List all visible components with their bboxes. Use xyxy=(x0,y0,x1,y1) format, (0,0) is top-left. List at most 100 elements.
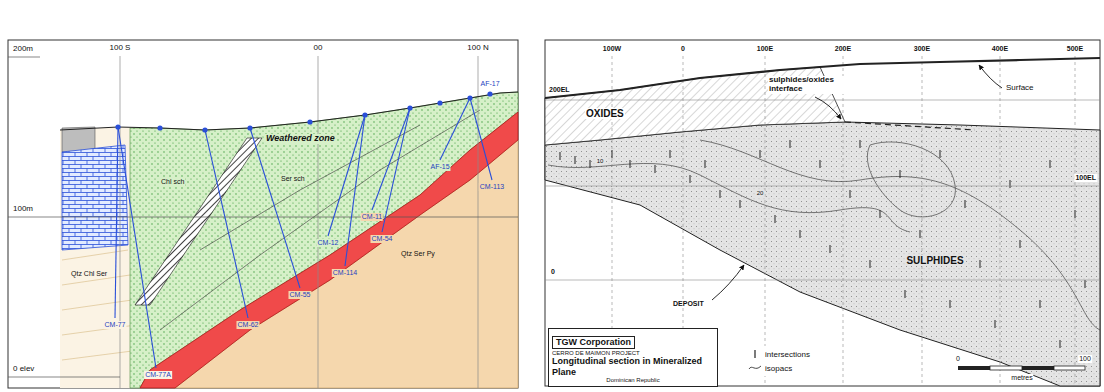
drill-hole-label: CM-114 xyxy=(332,269,358,277)
drill-hole xyxy=(440,98,470,160)
panel-frame xyxy=(545,40,1100,386)
elevation-line xyxy=(545,100,1100,280)
project-name: CERRO DE MAIMON PROJECT xyxy=(552,350,714,357)
elevation-line xyxy=(8,57,518,377)
collar-dot xyxy=(362,112,367,117)
panel-frame xyxy=(8,40,518,388)
interface-extension xyxy=(845,122,975,130)
drill-hole xyxy=(470,98,492,180)
grid-label: 100 S xyxy=(109,44,132,53)
lithology-label: Qtz Chl Ser xyxy=(70,270,108,278)
limestone-unit xyxy=(62,145,128,250)
collar-dot xyxy=(437,100,442,105)
scale-label: metres xyxy=(1010,374,1033,382)
drill-hole-label: AF-17 xyxy=(479,80,500,88)
intersection-tick xyxy=(560,140,1085,348)
elevation-label: 0 elev xyxy=(12,365,35,374)
drill-hole xyxy=(345,115,365,266)
title-block: TGW CorporationCERRO DE MAIMON PROJECTLo… xyxy=(548,328,718,387)
collar-dot xyxy=(115,124,120,129)
drill-hole-label: CM-77A xyxy=(144,371,172,379)
scale-segment xyxy=(958,366,990,370)
lithology-label: Qtz Ser Py xyxy=(400,250,436,258)
contact-line xyxy=(160,110,480,330)
drill-hole xyxy=(205,130,248,318)
zone-label: Weathered zone xyxy=(265,134,336,144)
drill-hole-label: AF-15 xyxy=(429,163,450,171)
company-name: TGW Corporation xyxy=(552,336,635,348)
lithology-label: Chl sch xyxy=(160,178,185,186)
grid-label: 100 N xyxy=(466,44,489,53)
drill-hole-label: CM-12 xyxy=(316,239,339,247)
grid-label: 300E xyxy=(913,45,931,53)
leader-arrow xyxy=(979,65,1002,88)
elevation-label: 200m xyxy=(12,45,34,54)
elevation-label: 200EL xyxy=(548,86,571,94)
scale-segment xyxy=(1054,366,1085,370)
grid-label: 400E xyxy=(991,45,1009,53)
leader-arrow xyxy=(712,265,744,300)
cover-unit xyxy=(62,127,95,152)
weathered-zone-band xyxy=(135,138,262,305)
zone-label: sulphides/oxides interface xyxy=(768,76,865,94)
scale-label: 0 xyxy=(955,355,961,363)
collar-dot xyxy=(407,105,412,110)
collar-dot xyxy=(307,119,312,124)
isopac-value: 10 xyxy=(596,158,605,165)
deposit-label: DEPOSIT xyxy=(672,300,705,308)
grid-label: 0 xyxy=(680,45,686,53)
drill-hole xyxy=(382,108,410,232)
grid-label: 500E xyxy=(1066,45,1084,53)
drill-hole-label: CM-113 xyxy=(479,183,505,191)
collar-dot xyxy=(467,95,472,100)
schist-unit xyxy=(130,92,518,388)
scale-segment xyxy=(990,366,1022,370)
drill-hole xyxy=(250,128,300,288)
topographic-surface xyxy=(60,92,518,130)
sulphide-deposit xyxy=(545,122,1100,386)
legend-row: isopacs xyxy=(748,361,810,375)
legend: intersections isopacs xyxy=(745,346,813,376)
lithology-label: Ser sch xyxy=(280,175,306,183)
grid-label: 100E xyxy=(756,45,774,53)
collar-dot xyxy=(202,127,207,132)
elevation-label: 0 xyxy=(550,268,556,276)
legend-swatch xyxy=(748,363,762,373)
surface-label: Surface xyxy=(1005,84,1035,93)
collar-dot xyxy=(487,91,492,96)
elevation-label: 100m xyxy=(12,205,34,214)
zone-label: OXIDES xyxy=(585,108,625,119)
elevation-label: 100EL xyxy=(1074,174,1097,182)
legend-swatch xyxy=(748,349,762,359)
drill-hole-label: CM-77 xyxy=(103,321,126,329)
bedding-line xyxy=(62,250,140,360)
topographic-surface xyxy=(545,58,1100,98)
ore-zone xyxy=(140,112,518,388)
drill-hole-label: CM-55 xyxy=(288,291,311,299)
collar-dot xyxy=(247,125,252,130)
legend-text: intersections xyxy=(765,350,810,359)
zone-label: SULPHIDES xyxy=(905,255,964,266)
section-title: Longitudinal section in Mineralized Plan… xyxy=(552,356,714,377)
drill-hole-label: CM-54 xyxy=(370,235,393,243)
drill-hole xyxy=(372,108,410,210)
drill-hole xyxy=(118,127,156,368)
scale-segment xyxy=(1022,366,1054,370)
leader-arrow xyxy=(815,97,841,119)
legend-text: isopacs xyxy=(765,364,792,373)
country-name: Dominican Republic xyxy=(552,377,714,384)
scale-label: 100 xyxy=(1078,355,1092,363)
bedrock-ground xyxy=(60,92,518,388)
scale-bar xyxy=(958,366,1085,370)
legend-row: intersections xyxy=(748,347,810,361)
isopac-contour xyxy=(548,140,1100,330)
drill-hole xyxy=(115,127,118,318)
grid-label: 00 xyxy=(313,44,324,53)
collar-dot xyxy=(157,125,162,130)
drill-hole-label: CM-11 xyxy=(361,213,383,221)
drill-hole-label: CM-62 xyxy=(236,321,259,329)
isopac-value: 20 xyxy=(756,190,765,197)
grid-label: 100W xyxy=(602,45,622,53)
drill-holes xyxy=(115,98,492,368)
